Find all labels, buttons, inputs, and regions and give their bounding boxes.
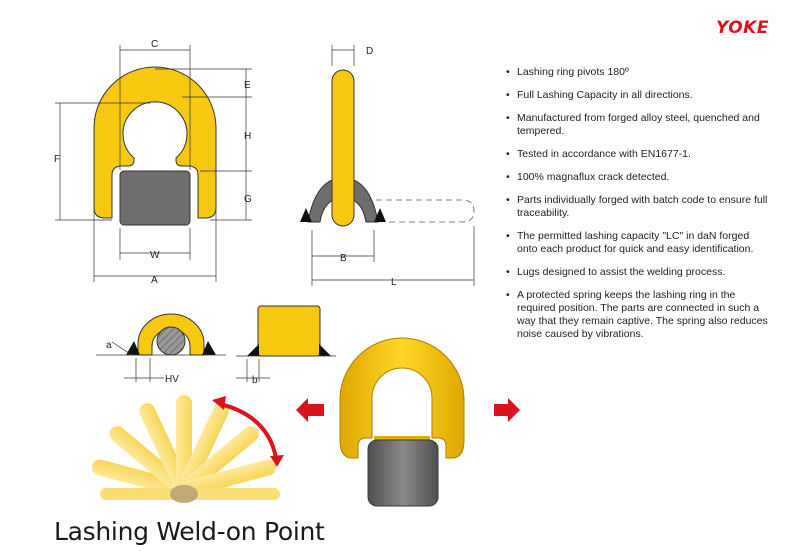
dim-label-d: D (366, 46, 373, 57)
dim-label-h: H (244, 131, 251, 142)
front-view: C A W F E H G (54, 39, 252, 286)
dim-label-l: L (391, 277, 397, 288)
dim-label-a: A (151, 275, 158, 286)
feature-item: 100% magnaflux crack detected. (506, 171, 768, 184)
feature-item: The permitted lashing capacity "LC" in d… (506, 230, 768, 256)
feature-item: Parts individually forged with batch cod… (506, 194, 768, 220)
product-base-block (367, 439, 439, 507)
side-ring (331, 69, 355, 227)
pivot-rotation-arrow (219, 402, 278, 459)
product-title: Lashing Weld-on Point (54, 517, 325, 546)
product-photo (339, 337, 465, 507)
front-base (119, 170, 191, 226)
pivot-fan-illustration (91, 395, 280, 503)
feature-item: Manufactured from forged alloy steel, qu… (506, 112, 768, 138)
hatched-section-circle (156, 326, 186, 356)
dim-label-b: B (340, 253, 347, 264)
dim-label-a-weld: a (106, 340, 112, 351)
feature-item: Lashing ring pivots 180º (506, 66, 768, 79)
side-view: D B L (300, 45, 475, 288)
dim-label-w: W (150, 250, 160, 261)
dim-label-b-weld: b (252, 375, 258, 386)
feature-item: Tested in accordance with EN1677-1. (506, 148, 768, 161)
feature-item: Lugs designed to assist the welding proc… (506, 266, 768, 279)
dim-label-g: G (244, 194, 252, 205)
dim-label-c: C (151, 39, 158, 50)
weld-section-view: a HV (96, 313, 226, 385)
weld-base-view: b (236, 305, 336, 386)
dim-label-hv: HV (165, 374, 179, 385)
feature-list: Lashing ring pivots 180º Full Lashing Ca… (506, 66, 768, 351)
dim-label-e: E (244, 80, 251, 91)
yoke-logo: YOKE (716, 18, 769, 38)
arrow-right-icon (494, 398, 520, 422)
feature-item: A protected spring keeps the lashing rin… (506, 289, 768, 341)
dim-label-f: F (54, 154, 60, 165)
feature-item: Full Lashing Capacity in all directions. (506, 89, 768, 102)
arrow-left-icon (296, 398, 324, 422)
